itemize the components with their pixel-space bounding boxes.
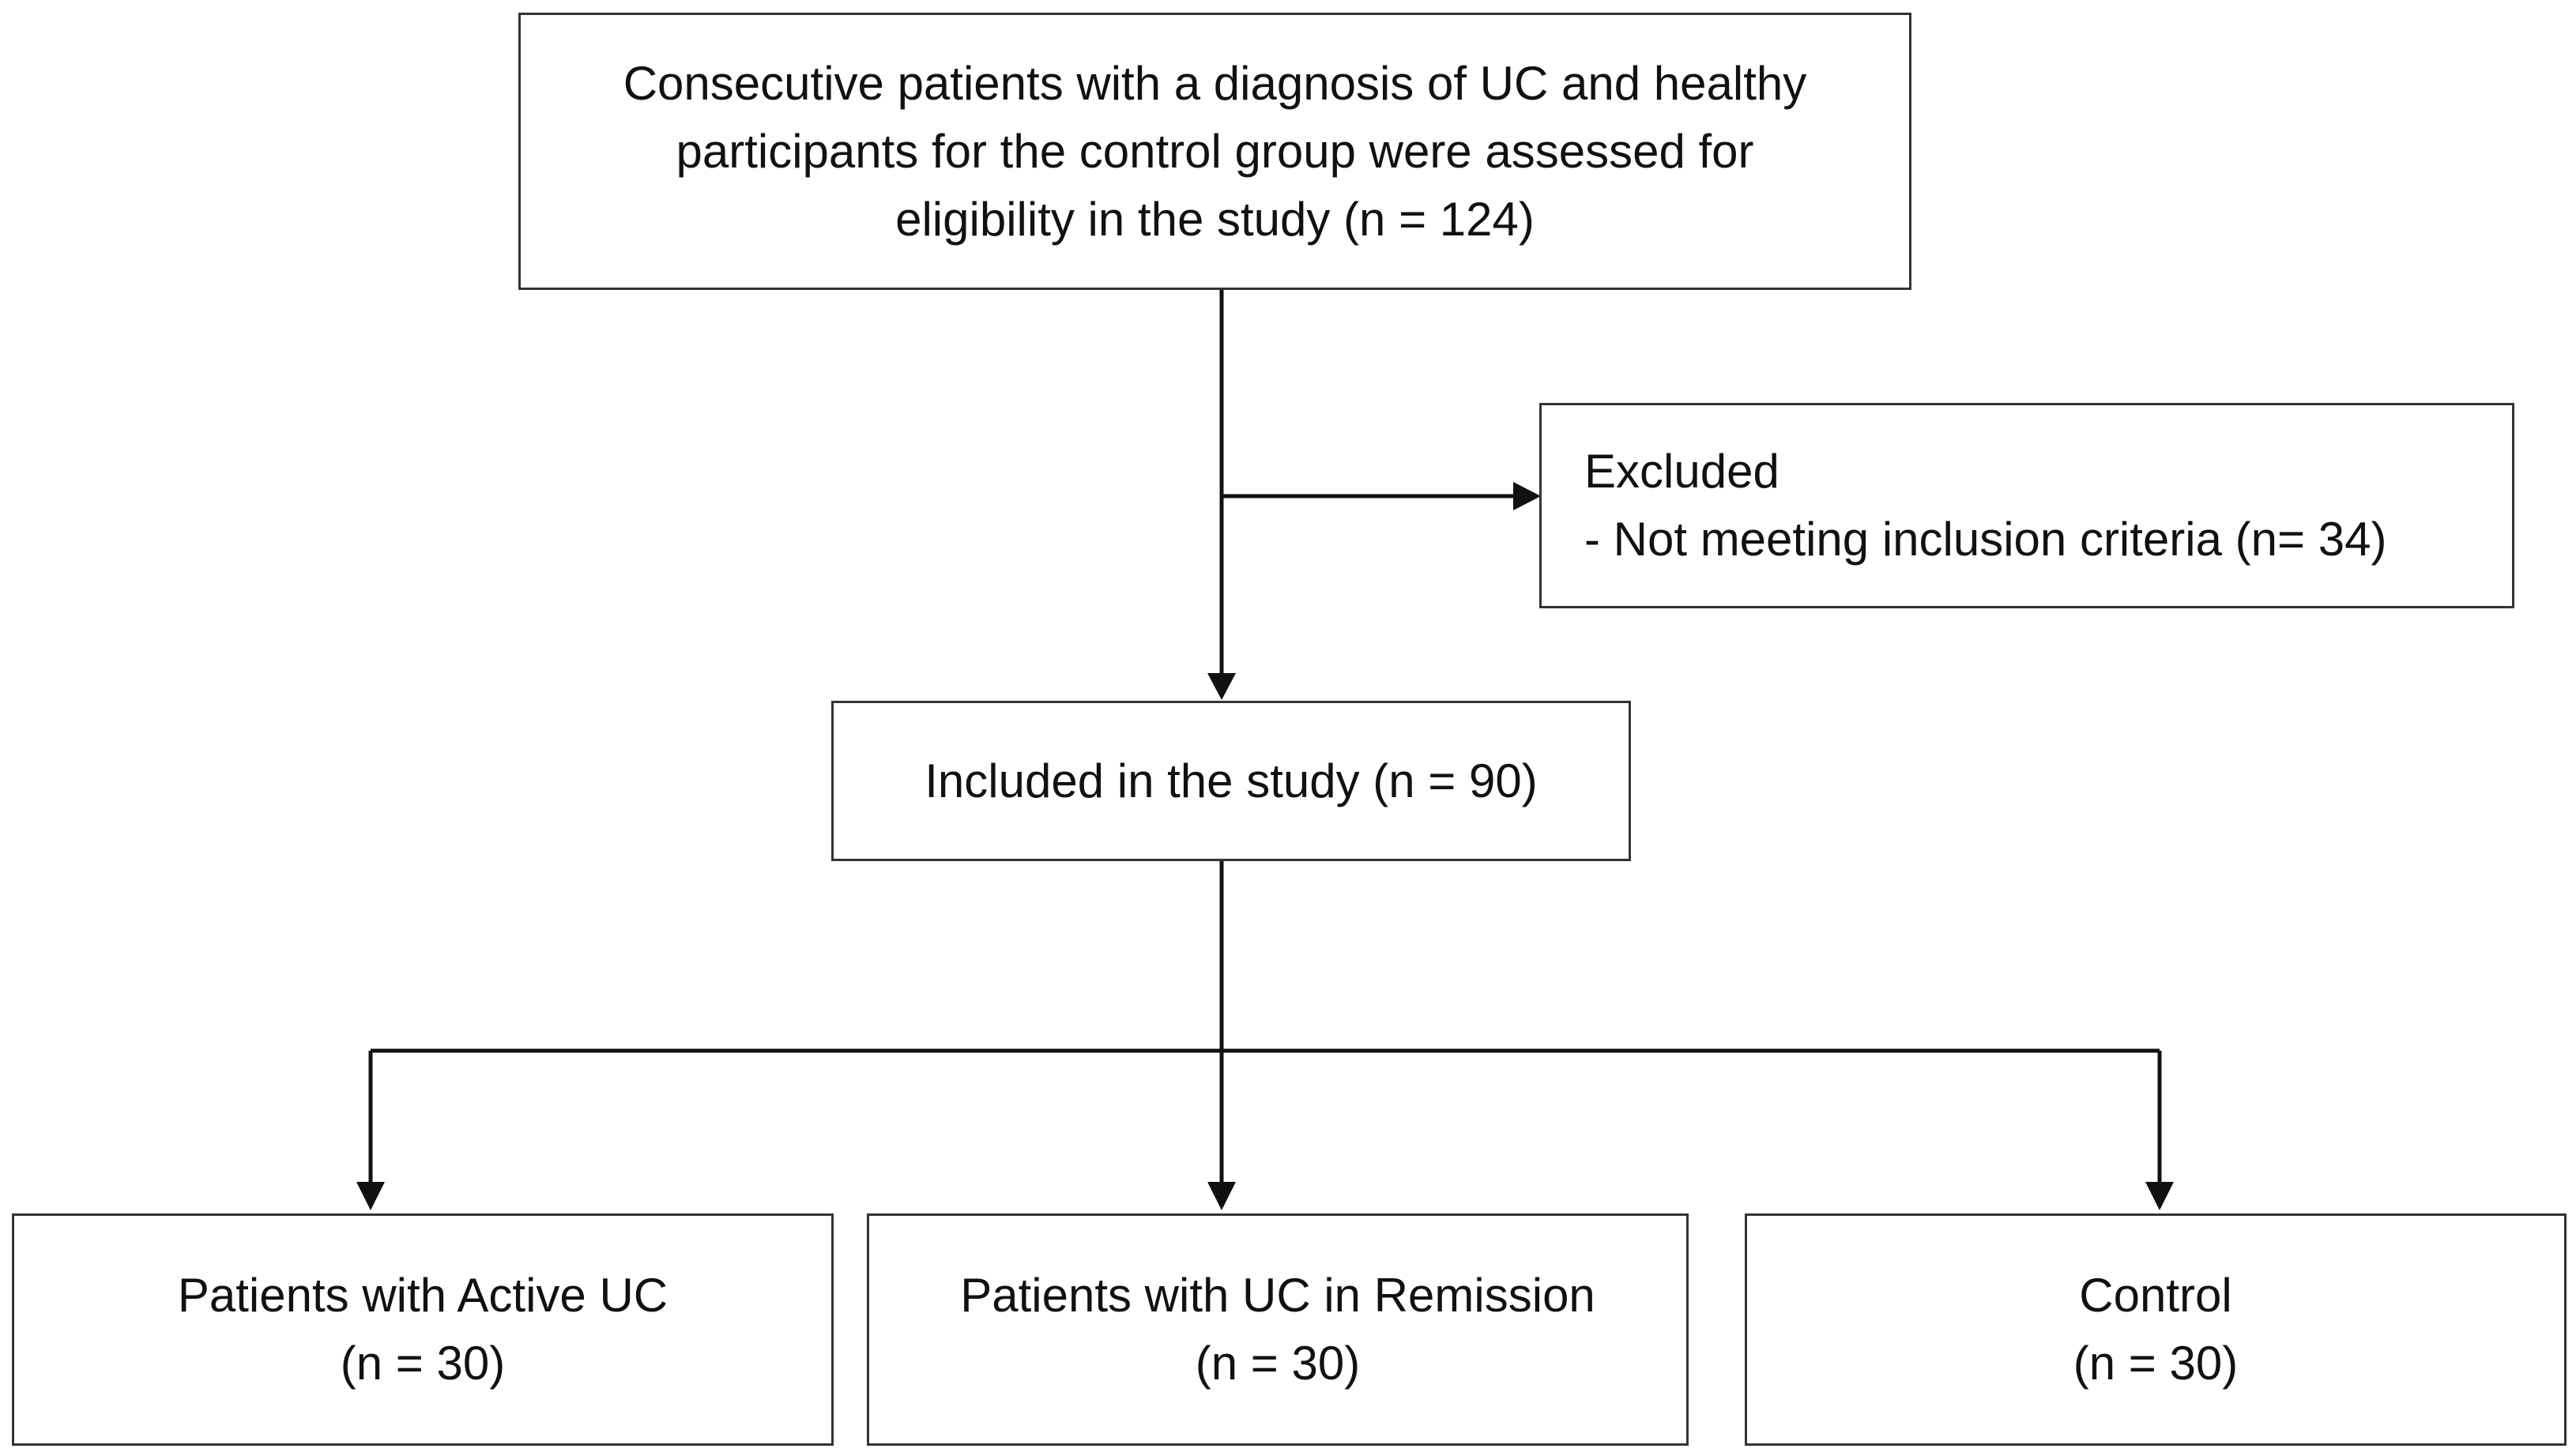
group-count-control: (n = 30) bbox=[2073, 1337, 2239, 1390]
group-count-uc-remission: (n = 30) bbox=[1195, 1337, 1361, 1390]
group-label-uc-remission: Patients with UC in Remission bbox=[960, 1269, 1595, 1322]
arrowhead-excluded-icon bbox=[1513, 482, 1541, 510]
included-box: Included in the study (n = 90) bbox=[831, 701, 1631, 861]
group-label-active-uc: Patients with Active UC bbox=[177, 1269, 668, 1322]
arrowhead-control-icon bbox=[2145, 1182, 2174, 1210]
group-count-active-uc: (n = 30) bbox=[340, 1337, 506, 1390]
arrowhead-included-icon bbox=[1207, 673, 1236, 700]
group-box-uc-remission: Patients with UC in Remission (n = 30) bbox=[867, 1213, 1689, 1446]
excluded-box: Excluded - Not meeting inclusion criteri… bbox=[1539, 403, 2514, 608]
assessed-line-2: participants for the control group were … bbox=[676, 124, 1754, 178]
group-box-active-uc: Patients with Active UC (n = 30) bbox=[12, 1213, 834, 1446]
group-box-control: Control (n = 30) bbox=[1745, 1213, 2567, 1446]
assessed-box: Consecutive patients with a diagnosis of… bbox=[518, 13, 1911, 290]
arrowhead-active-icon bbox=[356, 1182, 385, 1210]
group-label-control: Control bbox=[2079, 1269, 2232, 1322]
included-label: Included in the study (n = 90) bbox=[925, 754, 1538, 807]
arrowhead-remission-icon bbox=[1207, 1182, 1236, 1210]
excluded-reason: - Not meeting inclusion criteria (n= 34) bbox=[1584, 513, 2387, 566]
excluded-title: Excluded bbox=[1584, 445, 1779, 498]
assessed-line-1: Consecutive patients with a diagnosis of… bbox=[623, 56, 1807, 110]
assessed-line-3: eligibility in the study (n = 124) bbox=[895, 192, 1535, 246]
